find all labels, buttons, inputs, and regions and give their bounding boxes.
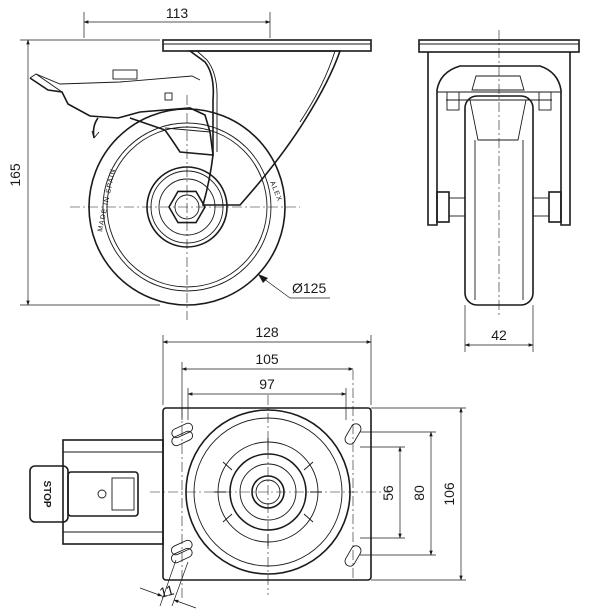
fork-side — [187, 50, 342, 206]
top-view: STOP 128 105 97 56 80 106 — [29, 324, 466, 609]
made-in-label: MADE IN SPAIN — [97, 168, 117, 233]
stop-label: STOP — [41, 480, 52, 507]
dim-105: 105 — [255, 351, 279, 367]
dim-42: 42 — [491, 327, 507, 343]
dim-56: 56 — [380, 485, 396, 501]
side-view: 113 MADE IN SPAIN ALEX 165 — [7, 5, 372, 320]
dim-106: 106 — [441, 482, 457, 506]
dim-113: 113 — [166, 5, 189, 21]
dim-165: 165 — [7, 163, 23, 187]
dim-97: 97 — [259, 376, 275, 392]
dim-diameter: Ø125 — [292, 280, 326, 296]
fork-front — [427, 52, 571, 226]
top-plate-side — [162, 39, 372, 52]
dim-80: 80 — [411, 485, 427, 501]
mounting-slots — [170, 422, 362, 567]
front-view: 42 — [418, 30, 580, 352]
stop-pedal — [29, 465, 69, 523]
brake-lever — [29, 77, 214, 156]
dim-11: 11 — [158, 582, 176, 601]
dim-128: 128 — [255, 324, 279, 340]
